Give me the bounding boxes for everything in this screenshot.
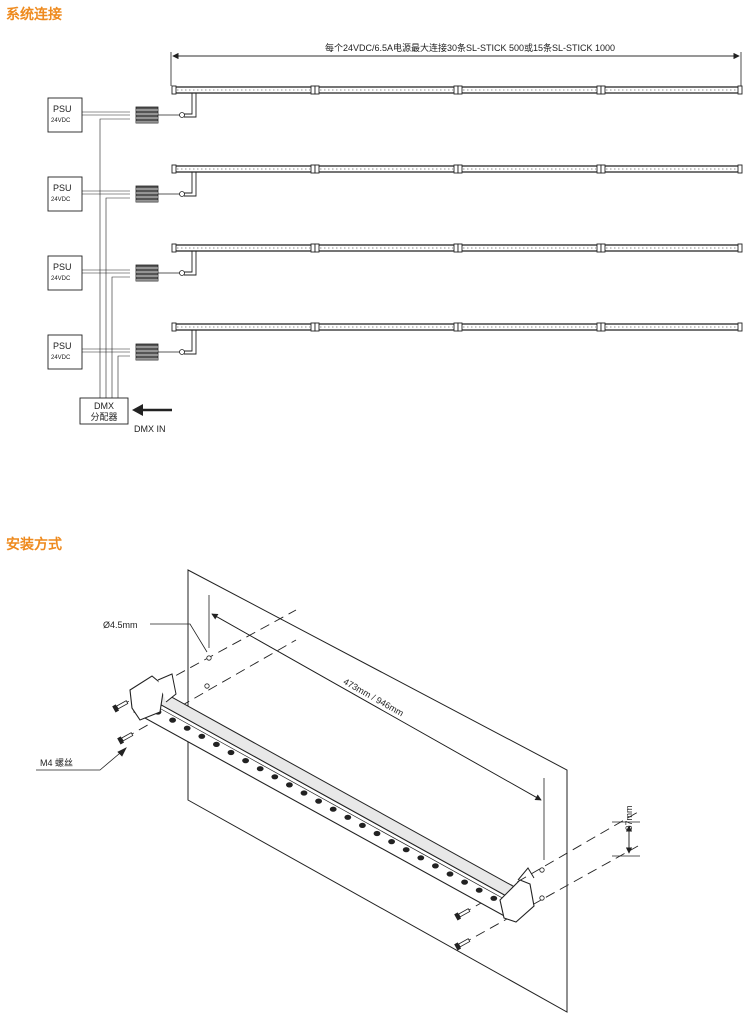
connector-block bbox=[135, 106, 185, 124]
led-dot bbox=[373, 830, 381, 837]
light-bar-segment bbox=[171, 243, 316, 253]
light-bar-segment bbox=[171, 164, 316, 174]
screw bbox=[112, 700, 129, 713]
screw-label: M4 螺丝 bbox=[40, 757, 73, 768]
led-dot bbox=[417, 855, 425, 861]
connection-row: PSU 24VDC bbox=[47, 164, 743, 398]
spacing-dimension bbox=[208, 595, 545, 860]
connector-block bbox=[135, 264, 185, 282]
led-dot bbox=[490, 895, 498, 901]
light-bar-segment bbox=[457, 322, 602, 332]
connection-row: PSU 24VDC bbox=[47, 322, 743, 398]
height-dimension bbox=[612, 821, 640, 857]
light-bar-segment bbox=[314, 322, 459, 332]
screw bbox=[117, 732, 134, 745]
psu-label: PSU bbox=[53, 341, 72, 351]
dmx-in-arrow bbox=[132, 404, 172, 416]
span-dimension bbox=[170, 52, 742, 86]
connector-block bbox=[135, 343, 185, 361]
light-bar-segment bbox=[171, 85, 316, 95]
psu-label: PSU bbox=[53, 104, 72, 114]
led-dot bbox=[329, 806, 337, 812]
light-bar-segment bbox=[457, 243, 602, 253]
wall-panel bbox=[187, 569, 568, 1013]
psu-box: PSU 24VDC bbox=[47, 97, 83, 133]
section-title-mounting: 安装方式 bbox=[6, 536, 62, 552]
psu-box: PSU 24VDC bbox=[47, 255, 83, 291]
led-dot bbox=[169, 717, 177, 723]
connection-row: PSU 24VDC bbox=[47, 85, 743, 398]
led-dot bbox=[198, 733, 206, 739]
mounting-holes bbox=[204, 655, 545, 901]
screw-leader bbox=[36, 747, 127, 771]
led-dot bbox=[213, 741, 220, 748]
psu-box: PSU 24VDC bbox=[47, 176, 83, 212]
psu-voltage-label: 24VDC bbox=[51, 355, 71, 361]
led-dot bbox=[446, 871, 454, 877]
dmx-label: DMX bbox=[94, 401, 114, 411]
light-bar-segment bbox=[600, 322, 743, 332]
led-dots bbox=[154, 709, 498, 901]
light-bar-mounted bbox=[129, 673, 535, 923]
connection-row: PSU 24VDC bbox=[47, 243, 743, 398]
led-dot bbox=[344, 814, 352, 820]
led-dot bbox=[388, 839, 395, 845]
led-dot bbox=[271, 774, 279, 780]
light-bar-segment bbox=[314, 243, 459, 253]
screw bbox=[454, 938, 471, 951]
led-dot bbox=[315, 798, 322, 804]
dmx-splitter: DMX 分配器 bbox=[79, 397, 129, 425]
led-dot bbox=[300, 790, 308, 796]
hole-diameter-label: Ø4.5mm bbox=[103, 620, 138, 630]
light-bar-segment bbox=[600, 85, 743, 95]
screw bbox=[454, 908, 471, 921]
connector-block bbox=[135, 185, 185, 203]
psu-box: PSU 24VDC bbox=[47, 334, 83, 370]
span-label: 每个24VDC/6.5A电源最大连接30条SL-STICK 500或15条SL-… bbox=[325, 42, 615, 53]
led-dot bbox=[256, 766, 264, 772]
led-dot bbox=[432, 863, 439, 869]
led-dot bbox=[242, 758, 250, 764]
height-label: 37mm bbox=[624, 805, 634, 830]
psu-voltage-label: 24VDC bbox=[51, 197, 71, 203]
led-dot bbox=[286, 782, 293, 788]
dmx-in-label: DMX IN bbox=[134, 424, 166, 434]
led-dot bbox=[359, 822, 366, 829]
led-dot bbox=[183, 725, 191, 731]
light-bar-segment bbox=[457, 164, 602, 174]
psu-voltage-label: 24VDC bbox=[51, 276, 71, 282]
led-dot bbox=[475, 887, 483, 893]
light-bar-segment bbox=[314, 164, 459, 174]
led-dot bbox=[402, 847, 410, 853]
hole-leader bbox=[150, 623, 208, 653]
light-bar-segment bbox=[600, 243, 743, 253]
led-dot bbox=[461, 879, 468, 885]
dmx-splitter-label: 分配器 bbox=[90, 412, 117, 422]
mounting-screws bbox=[112, 700, 471, 951]
led-dot bbox=[227, 749, 235, 756]
psu-voltage-label: 24VDC bbox=[51, 118, 71, 124]
psu-label: PSU bbox=[53, 183, 72, 193]
light-bar-segment bbox=[600, 164, 743, 174]
light-bar-segment bbox=[457, 85, 602, 95]
light-bar-segment bbox=[314, 85, 459, 95]
light-bar-segment bbox=[171, 322, 316, 332]
section-title-connection: 系统连接 bbox=[6, 6, 62, 22]
light-bar-rows: PSU 24VDC PSU 24VDC PSU 24VDC PSU 24VDC bbox=[47, 85, 743, 398]
psu-label: PSU bbox=[53, 262, 72, 272]
